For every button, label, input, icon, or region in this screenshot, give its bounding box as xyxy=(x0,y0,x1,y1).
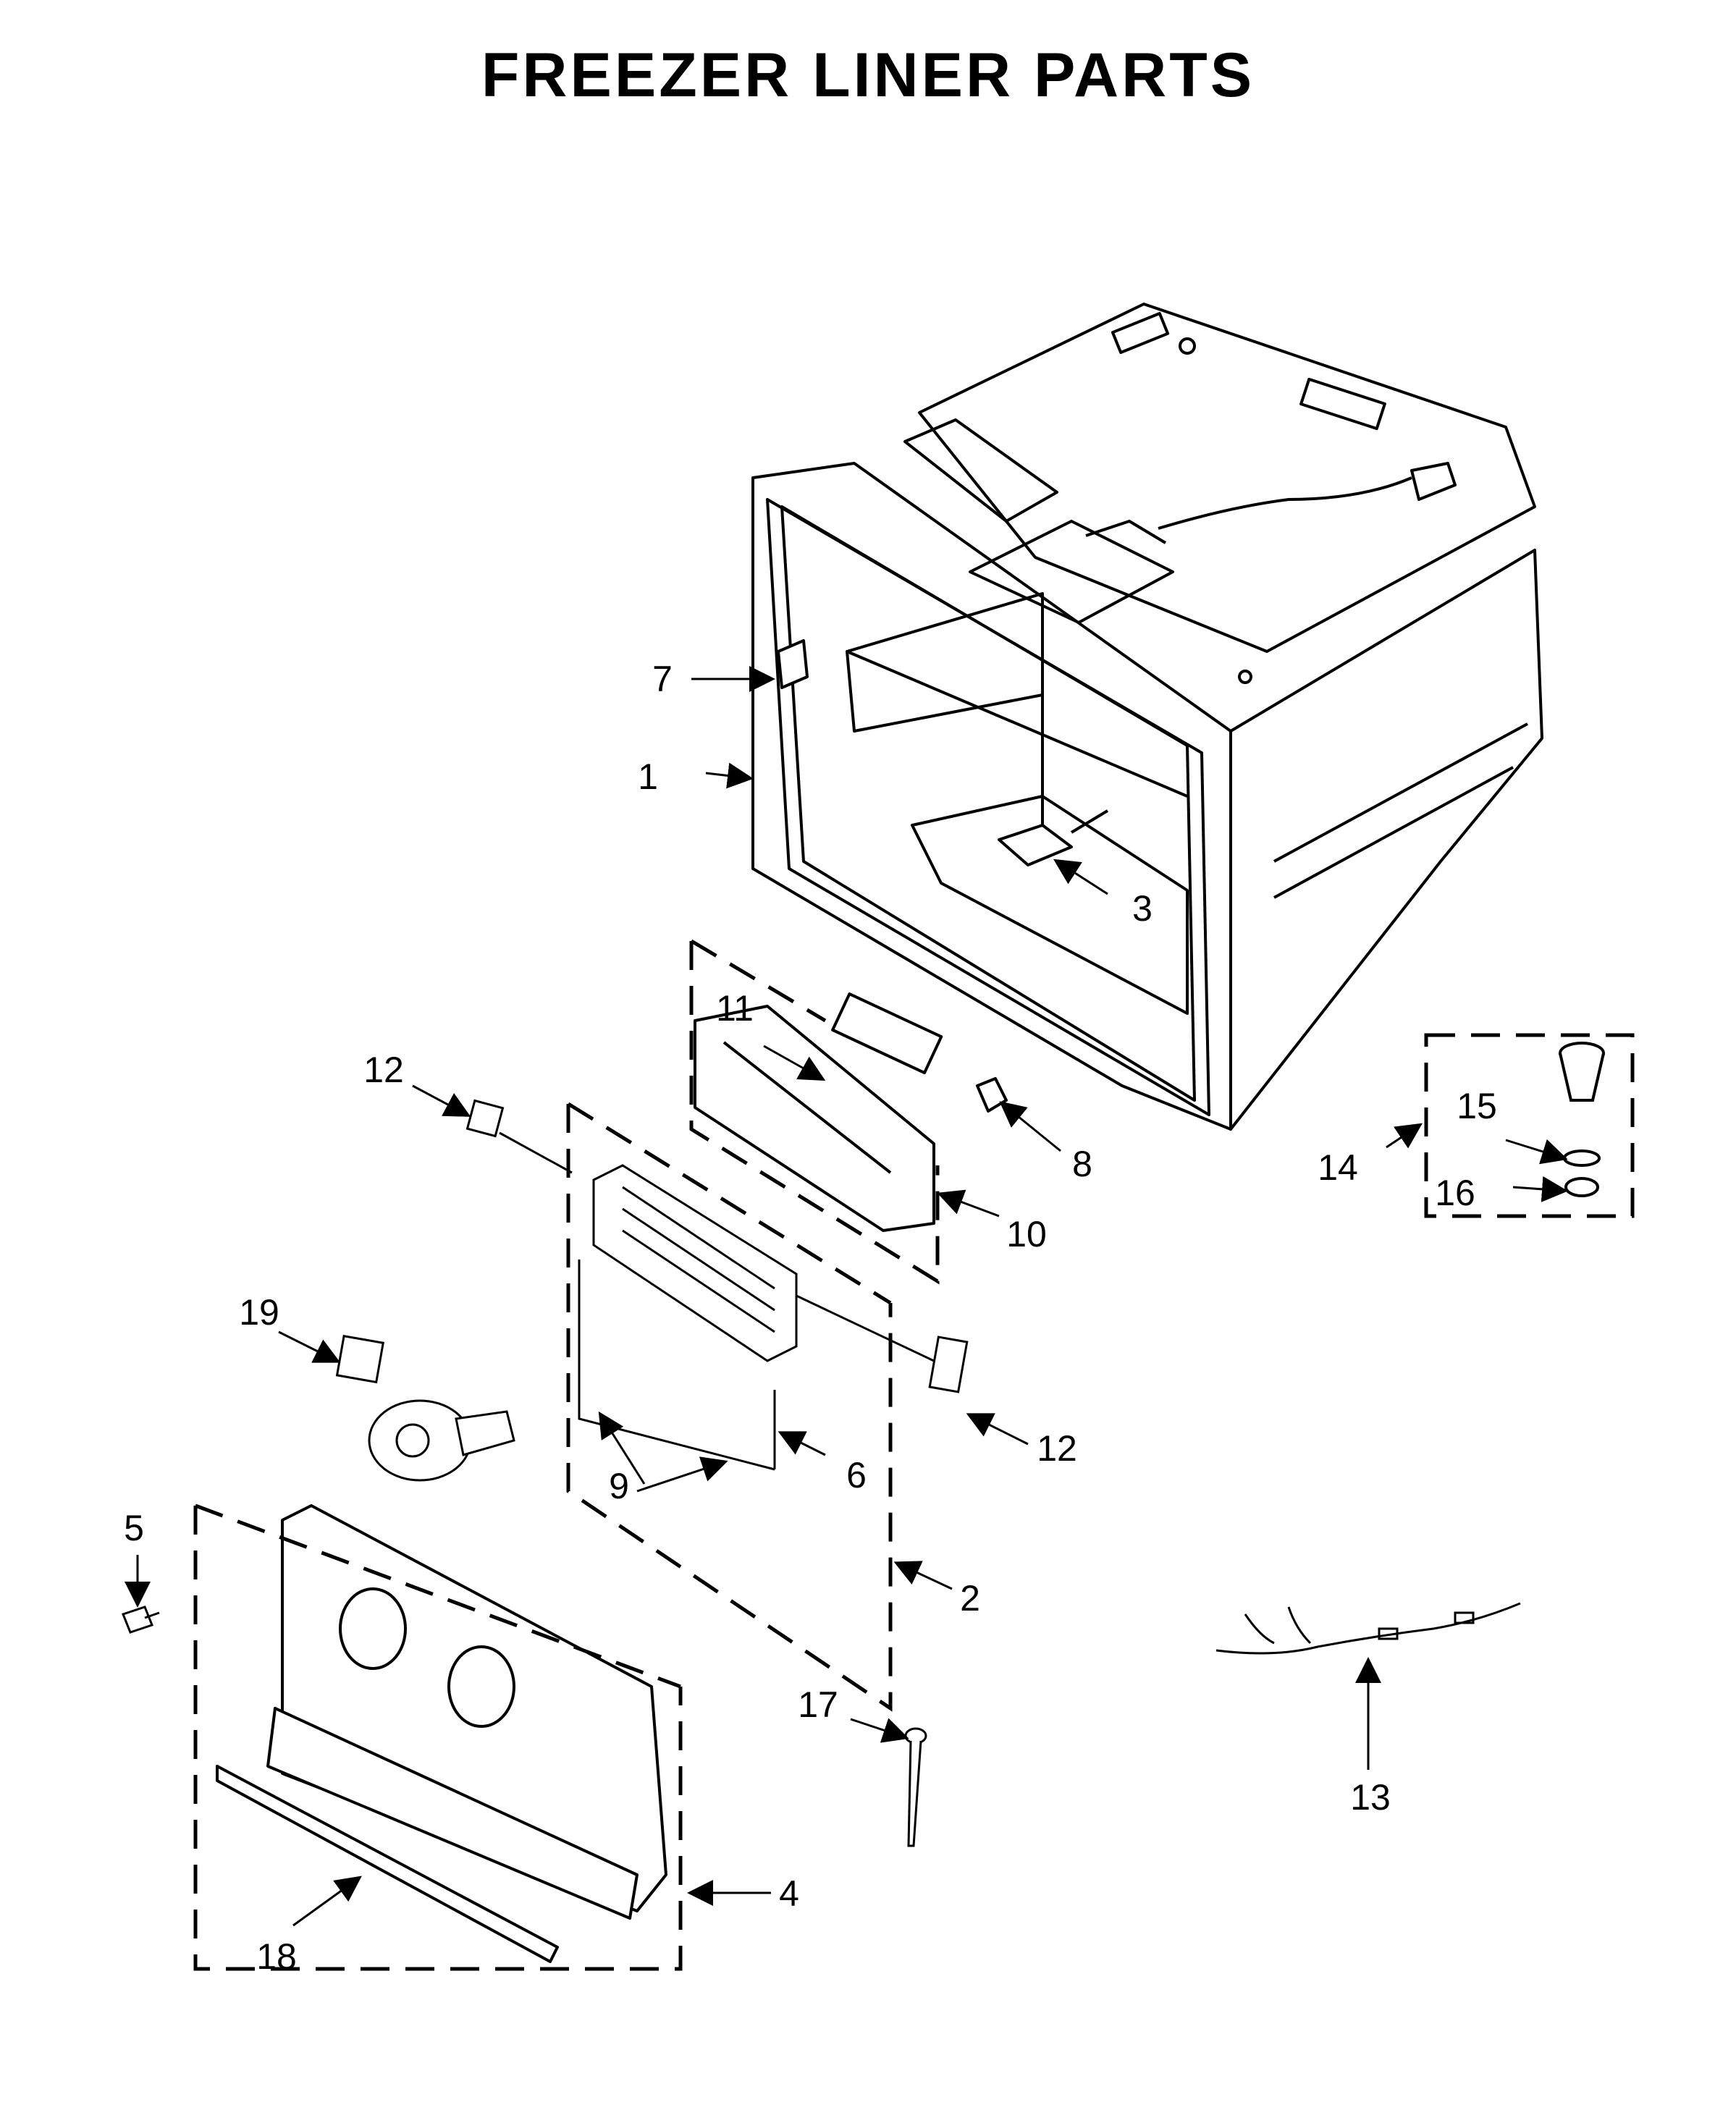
coil-dashed-frame xyxy=(566,1102,893,1712)
page-title: FREEZER LINER PARTS xyxy=(481,41,1255,110)
rear-cover xyxy=(216,1504,667,1963)
callout-5: 5 xyxy=(124,1508,144,1548)
freezer-liner xyxy=(751,303,1543,1131)
leader-arrows xyxy=(125,666,1568,1927)
callout-14: 14 xyxy=(1318,1147,1358,1188)
callout-15: 15 xyxy=(1457,1086,1497,1126)
callout-10: 10 xyxy=(1006,1214,1047,1254)
callout-4: 4 xyxy=(779,1873,799,1914)
clips xyxy=(465,1099,969,1393)
callout-labels: 1 2 3 4 5 6 7 8 9 10 11 12 12 13 14 15 1… xyxy=(124,659,1497,1977)
callout-11: 11 xyxy=(716,988,754,1029)
rear-cover-dashed-frame xyxy=(193,1503,683,1971)
callout-19: 19 xyxy=(239,1292,279,1333)
drain-kit xyxy=(1559,1042,1605,1197)
callout-17: 17 xyxy=(798,1684,838,1725)
callout-16: 16 xyxy=(1435,1173,1475,1213)
evaporator-cover xyxy=(694,992,1008,1232)
callout-2: 2 xyxy=(960,1578,980,1619)
callout-6: 6 xyxy=(846,1455,867,1495)
callout-12-bottom: 12 xyxy=(1037,1428,1077,1469)
callout-8: 8 xyxy=(1072,1144,1092,1184)
callout-12-top: 12 xyxy=(363,1050,404,1090)
callout-3: 3 xyxy=(1132,888,1153,929)
wire-harness xyxy=(1215,1602,1521,1655)
callout-1: 1 xyxy=(638,756,658,797)
evaporator-coil xyxy=(578,1164,798,1471)
callout-7: 7 xyxy=(652,659,673,699)
drain-kit-dashed-frame xyxy=(1424,1033,1635,1218)
callout-13: 13 xyxy=(1350,1777,1391,1818)
cover-dashed-frame xyxy=(689,939,940,1285)
callout-9: 9 xyxy=(609,1466,629,1506)
callout-18: 18 xyxy=(256,1936,297,1977)
thermistor xyxy=(904,1727,927,1847)
fan-motor xyxy=(335,1334,515,1482)
screw xyxy=(122,1606,160,1634)
